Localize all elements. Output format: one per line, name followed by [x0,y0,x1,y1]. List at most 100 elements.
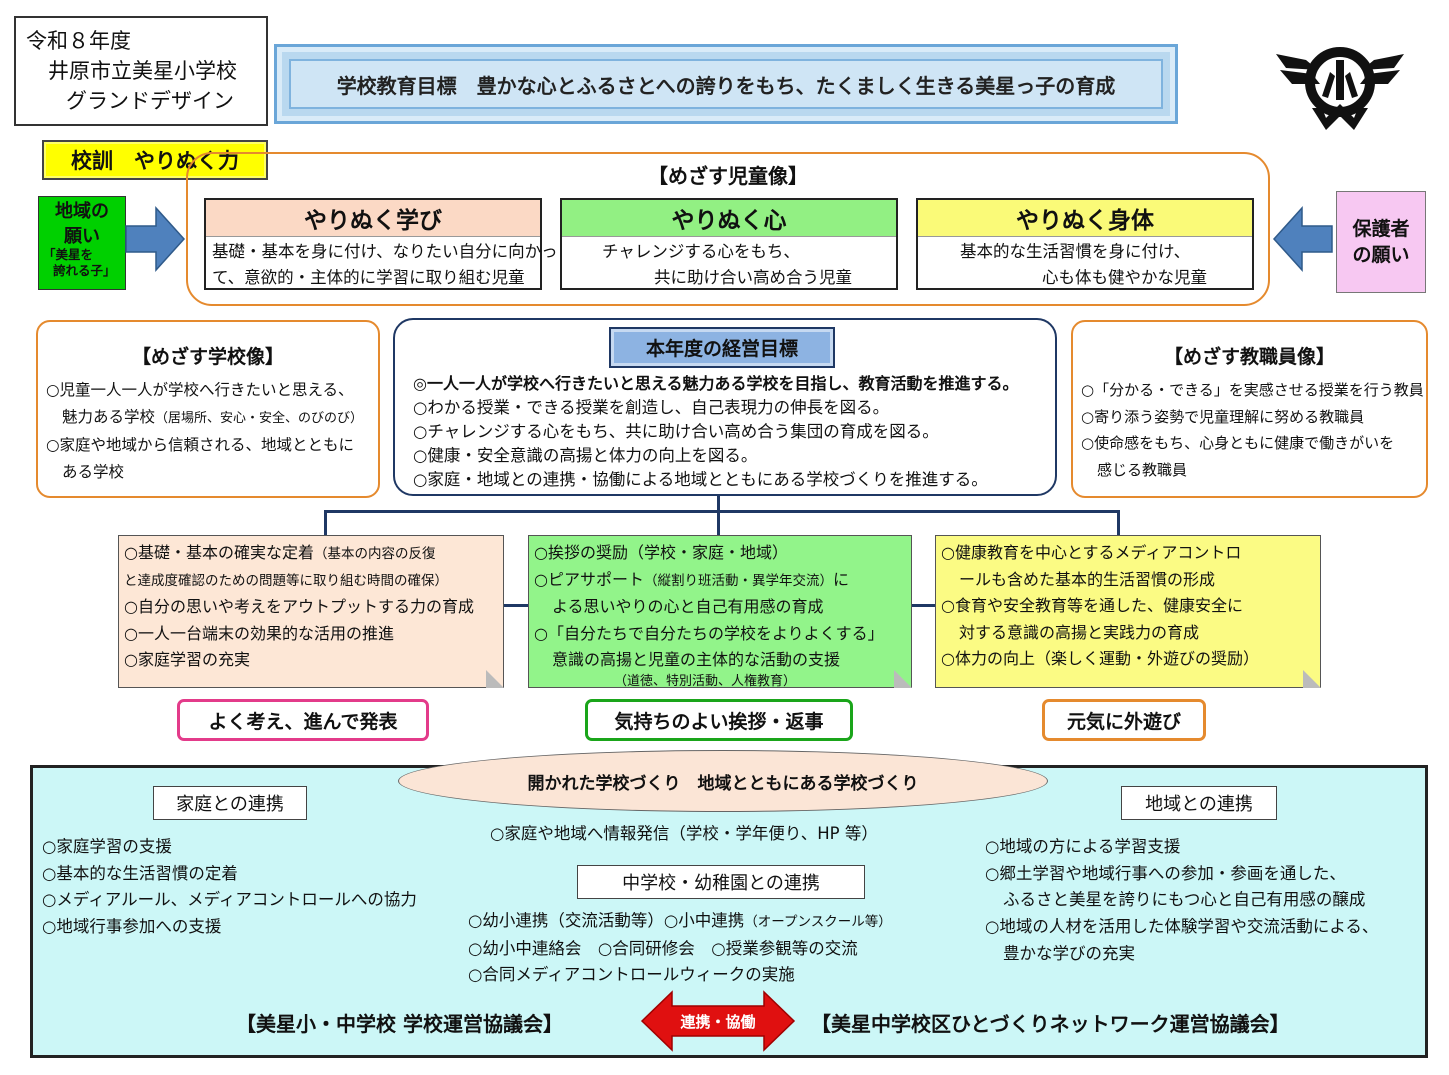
child-goal-text: 基礎・基本を身に付け、なりたい自分に向かっ [212,242,558,261]
note-item: よる思いやりの心と自己有用感の育成 [552,597,824,617]
collaboration-label: 連携・協働 [680,1013,756,1031]
target-school-box: 【めざす学校像】 ○児童一人一人が学校へ行きたいと思える、 魅力ある学校（居場所… [36,320,380,498]
child-goal-heading: やりぬく身体 [918,200,1252,237]
note-item: 対する意識の高揚と実践力の育成 [959,622,1200,642]
target-school-item: ある学校 [62,462,125,481]
connector-line [324,510,327,536]
home-partnership-list: ○家庭学習の支援 ○基本的な生活習慣の定着 ○メディアルール、メディアコントロー… [42,834,462,941]
note-item: ○健康教育を中心とするメディアコントロ [941,543,1242,562]
connector-line [1117,510,1120,536]
home-partnership-label: 家庭との連携 [153,786,307,820]
home-partnership-item: ○メディアルール、メディアコントロールへの協力 [42,890,417,910]
slogan-outdoor-play: 元気に外遊び [1042,699,1206,741]
child-goal-heart: やりぬく心 チャレンジする心をもち、 共に助け合い高め合う児童 [560,198,898,290]
management-goal-item: ◎一人一人が学校へ行きたいと思える魅力ある学校を目指し、教育活動を推進する。 [413,374,1019,393]
connector-line [912,604,936,607]
home-partnership-item: ○家庭学習の支援 [42,837,172,856]
target-staff-item: 感じる教職員 [1097,460,1188,479]
note-item: ○家庭学習の充実 [124,650,250,670]
year-label: 令和８年度 [26,29,131,53]
child-goal-text: 心も体も健やかな児童 [1042,268,1207,287]
child-goal-text: チャレンジする心をもち、 [602,242,800,261]
school-name-box: 令和８年度 井原市立美星小学校 グランドデザイン [14,16,268,126]
child-goal-heading: やりぬく心 [562,200,896,237]
info-dissemination-text: ○家庭や地域へ情報発信（学校・学年便り、HP 等） [490,824,878,843]
community-wish-sub: 「美星を [43,247,94,262]
page-fold-corner [894,670,912,688]
community-wish-box: 地域の 願い 「美星を 誇れる子」 [38,196,126,290]
target-staff-item: ○使命感をもち、心身ともに健康で働きがいを [1081,434,1395,452]
school-partnership-label: 中学校・幼稚園との連携 [577,865,865,899]
target-school-item: ○家庭や地域から信頼される、地域とともに [46,436,355,454]
note-item: ○体力の向上（楽しく運動・外遊びの奨励） [941,649,1259,669]
child-goal-learning: やりぬく学び 基礎・基本を身に付け、なりたい自分に向かっ て、意欲的・主体的に学… [204,198,558,290]
target-child-title: 【めざす児童像】 [648,164,808,188]
note-item: （縦割り班活動・異学年交流） [643,572,833,589]
parent-wish-line: 保護者 [1352,218,1410,240]
community-partnership-label: 地域との連携 [1121,786,1277,820]
community-wish-line: 地域の [55,201,109,222]
community-wish-line: 願い [64,226,100,247]
page-fold-corner [486,670,504,688]
slogan-learning: よく考え、進んで発表 [177,699,429,741]
block-arrow-left-icon [1272,206,1333,272]
note-item: ○基礎・基本の確実な定着 [124,543,314,562]
management-goal-item: ○わかる授業・できる授業を創造し、自己表現力の伸長を図る。 [413,398,890,417]
note-item: と達成度確認のための問題等に取り組む時間の確保） [124,572,448,589]
parent-wish-line: の願い [1352,244,1410,266]
page-fold-corner [1303,670,1321,688]
note-item: ールも含めた基本的生活習慣の形成 [959,569,1216,589]
note-item: ○挨拶の奨励（学校・家庭・地域） [534,543,788,562]
school-partnership-item: ○幼小中連絡会 ○合同研修会 ○授業参観等の交流 [468,938,858,958]
target-school-note: （居場所、安心・安全、のびのび） [155,410,364,426]
management-goal-item: ○健康・安全意識の高揚と体力の向上を図る。 [413,446,758,465]
target-child-frame [186,152,1270,306]
community-partnership-item: ○地域の人材を活用した体験学習や交流活動による、 [985,917,1379,937]
community-partnership-list: ○地域の方による学習支援 ○郷土学習や地域行事への参加・参画を通した、 ふるさと… [985,834,1425,968]
note-item: ○一人一台端末の効果的な活用の推進 [124,623,394,643]
management-goal-item: ○家庭・地域との連携・協働による地域とともにある学校づくりを推進する。 [413,470,988,489]
note-item: に [832,569,849,589]
network-council-label: 【美星中学校区ひとづくりネットワーク運営協議会】 [811,1012,1290,1036]
school-partnership-list: ○幼小連携（交流活動等）○小中連携（オープンスクール等） ○幼小中連絡会 ○合同… [468,908,948,989]
management-goal-item: ○チャレンジする心をもち、共に助け合い高め合う集団の育成を図る。 [413,422,939,441]
slogan-greeting: 気持ちのよい挨拶・返事 [585,699,853,741]
school-emblem-icon [1276,47,1404,130]
note-item: 意識の高揚と児童の主体的な活動の支援 [552,650,841,670]
open-school-ellipse: 開かれた学校づくり 地域とともにある学校づくり [398,750,1048,812]
school-name: 井原市立美星小学校 [48,59,237,83]
heart-strategy-note: ○挨拶の奨励（学校・家庭・地域） ○ピアサポート（縦割り班活動・異学年交流）に … [528,535,912,689]
child-goal-text: て、意欲的・主体的に学習に取り組む児童 [212,268,525,287]
school-partnership-item: ○合同メディアコントロールウィークの実施 [468,965,795,985]
target-staff-title: 【めざす教職員像】 [1163,346,1335,368]
parent-wish-box: 保護者 の願い [1336,191,1426,293]
management-goal-list: ◎一人一人が学校へ行きたいと思える魅力ある学校を目指し、教育活動を推進する。 ○… [413,372,1053,492]
target-school-title: 【めざす学校像】 [131,346,284,368]
child-goal-body: やりぬく身体 基本的な生活習慣を身に付け、 心も体も健やかな児童 [916,198,1254,290]
double-arrow-icon [640,990,796,1052]
note-item: ○「自分たちで自分たちの学校をよりよくする」 [534,623,884,643]
community-partnership-item: ふるさと美星を誇りにもつ心と自己有用感の醸成 [1003,890,1366,910]
school-partnership-note: （オープンスクール等） [744,914,892,930]
home-partnership-item: ○基本的な生活習慣の定着 [42,863,238,883]
management-goal-title: 本年度の経営目標 [609,327,835,368]
connector-line [717,496,720,536]
target-staff-item: ○寄り添う姿勢で児童理解に努める教職員 [1081,407,1365,426]
child-goal-text: 基本的な生活習慣を身に付け、 [960,242,1191,261]
note-item: （基本の内容の反復 [313,546,436,562]
community-partnership-item: ○郷土学習や地域行事への参加・参画を通した、 [985,863,1346,883]
learning-strategy-note: ○基礎・基本の確実な定着（基本の内容の反復 と達成度確認のための問題等に取り組む… [118,535,504,688]
target-school-item: ○児童一人一人が学校へ行きたいと思える、 [46,381,354,399]
target-staff-box: 【めざす教職員像】 ○「分かる・できる」を実感させる授業を行う教員 ○寄り添う姿… [1071,320,1428,498]
education-goal-banner: 学校教育目標 豊かな心とふるさとへの誇りをもち、たくましく生きる美星っ子の育成 [274,44,1178,124]
target-staff-item: ○「分かる・できる」を実感させる授業を行う教員 [1081,381,1424,399]
child-goal-text: 共に助け合い高め合う児童 [654,268,852,287]
body-strategy-note: ○健康教育を中心とするメディアコントロ ールも含めた基本的生活習慣の形成 ○食育… [935,535,1321,688]
note-item: ○ピアサポート [534,569,644,589]
child-goal-heading: やりぬく学び [206,200,540,237]
school-partnership-item: ○幼小連携（交流活動等）○小中連携 [468,911,745,930]
community-partnership-item: 豊かな学びの充実 [1003,943,1135,963]
target-school-item: 魅力ある学校 [62,407,156,426]
document-title: グランドデザイン [66,89,234,113]
note-item: （道徳、特別活動、人権教育） [614,673,797,689]
